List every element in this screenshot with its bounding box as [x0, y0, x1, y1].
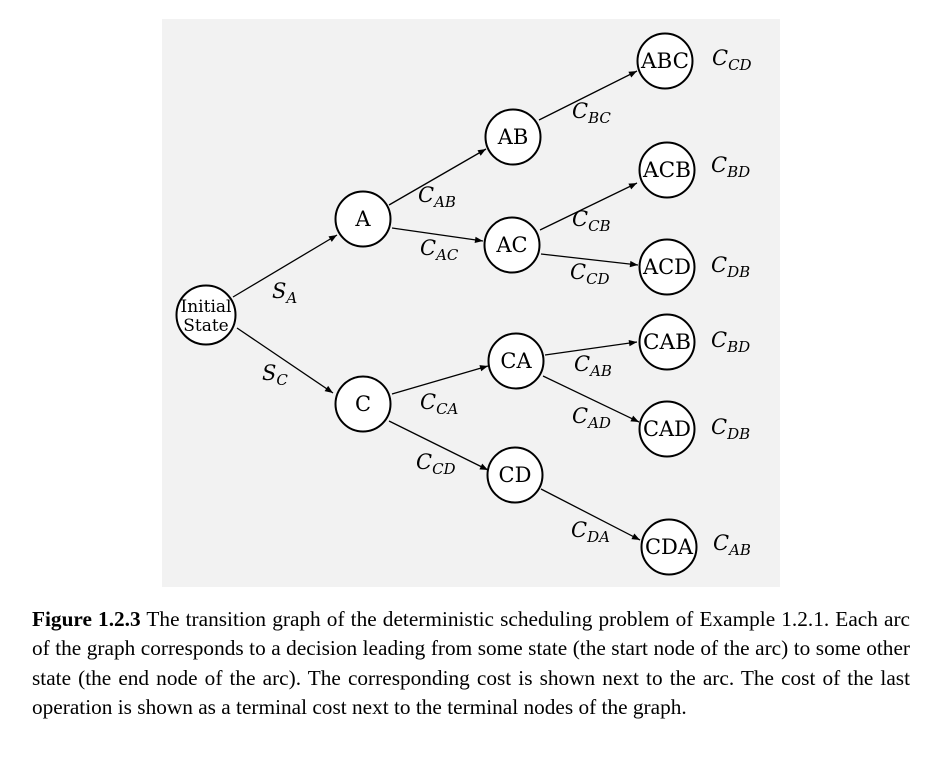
node-A: A: [334, 190, 392, 248]
node-CD-label: CD: [499, 463, 532, 487]
arc-cost-C-CA: CCA: [420, 390, 459, 418]
node-ABC-label: ABC: [640, 49, 689, 73]
arc-initial-A: [232, 234, 338, 298]
node-AB: AB: [484, 108, 542, 166]
node-CDA-label: CDA: [645, 535, 694, 559]
figure-label: Figure 1.2.3: [32, 607, 141, 631]
arc-cost-C-CD: CCD: [416, 450, 456, 478]
arc-cost-AB-ABC: CBC: [572, 99, 611, 127]
terminal-cost-ABC: CCD: [712, 46, 752, 74]
edges: [232, 70, 641, 541]
arc-cost-initial-A: SA: [272, 279, 297, 307]
arc-cost-CD-CDA: CDA: [571, 518, 610, 546]
arc-CA-CAD: [542, 375, 640, 423]
node-CD: CD: [486, 446, 544, 504]
node-AB-label: AB: [497, 125, 529, 149]
arc-A-AC: [391, 227, 484, 244]
arc-AB-ABC: [538, 70, 638, 121]
arc-AC-ACB: [539, 182, 638, 231]
diagram-background: [162, 19, 780, 587]
node-C: C: [334, 375, 392, 433]
arc-cost-initial-C: SC: [262, 361, 288, 389]
node-ABC: ABC: [636, 32, 694, 90]
transition-graph: Initial State A C AB AC CA CD ABC ACB AC…: [162, 19, 780, 587]
arc-C-CD: [388, 420, 489, 471]
terminal-cost-ACD: CDB: [711, 253, 750, 281]
node-CDA: CDA: [640, 518, 698, 576]
node-A-label: A: [354, 207, 371, 231]
node-CAB: CAB: [638, 313, 696, 371]
arc-cost-AC-ACB: CCB: [572, 207, 611, 235]
node-ACD-label: ACD: [642, 255, 691, 279]
node-CA-label: CA: [500, 349, 532, 373]
node-AC: AC: [483, 216, 541, 274]
node-initial-state: Initial State: [175, 284, 237, 346]
node-CAB-label: CAB: [643, 330, 691, 354]
node-initial-label-line2: State: [183, 316, 229, 336]
node-ACB-label: ACB: [642, 158, 691, 182]
node-CA: CA: [487, 332, 545, 390]
arc-C-CA: [391, 365, 489, 395]
terminal-cost-CAD: CDB: [711, 415, 750, 443]
arc-cost-AC-ACD: CCD: [570, 260, 610, 288]
arc-CA-CAB: [544, 339, 638, 356]
caption-text: The transition graph of the deterministi…: [32, 607, 910, 719]
node-C-label: C: [355, 392, 371, 416]
node-initial-label-line1: Initial: [181, 297, 232, 317]
arc-cost-CA-CAB: CAB: [574, 352, 612, 380]
terminal-cost-CAB: CBD: [711, 328, 750, 356]
node-CAD: CAD: [638, 400, 696, 458]
arc-CD-CDA: [540, 488, 641, 541]
arc-cost-CA-CAD: CAD: [572, 404, 611, 432]
arc-cost-A-AB: CAB: [418, 183, 456, 211]
terminal-cost-ACB: CBD: [711, 153, 750, 181]
terminal-cost-CDA: CAB: [713, 531, 751, 559]
arc-cost-A-AC: CAC: [420, 236, 459, 264]
node-ACD: ACD: [638, 238, 696, 296]
node-AC-label: AC: [495, 233, 527, 257]
figure-caption: Figure 1.2.3 The transition graph of the…: [32, 605, 910, 722]
arc-A-AB: [388, 148, 487, 206]
arc-AC-ACD: [540, 253, 639, 268]
node-CAD-label: CAD: [643, 417, 691, 441]
node-ACB: ACB: [638, 141, 696, 199]
arc-initial-C: [236, 327, 334, 394]
